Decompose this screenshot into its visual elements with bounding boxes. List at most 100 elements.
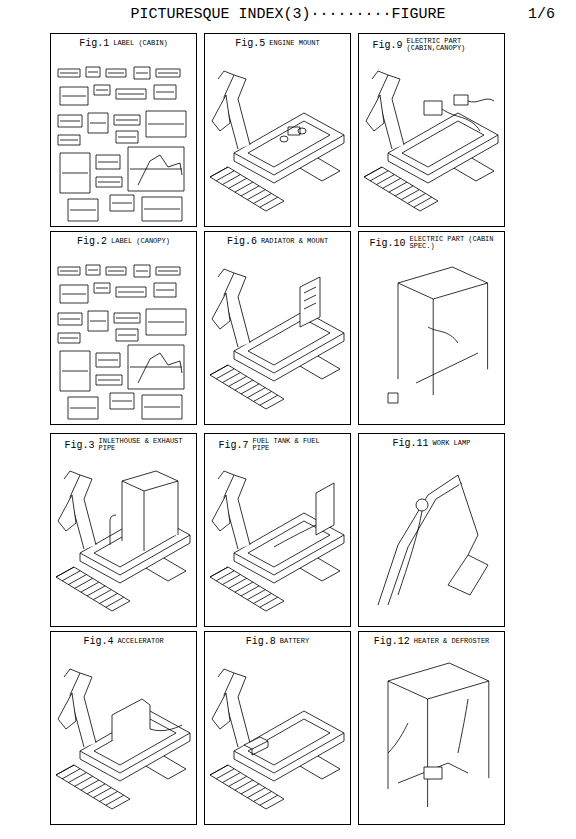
figure-number: Fig.7 — [218, 440, 248, 451]
figure-illustration — [364, 71, 498, 211]
label-sticker — [96, 353, 120, 367]
label-text-line — [148, 322, 184, 323]
figure-heading: Fig.11WORK LAMP — [359, 434, 504, 451]
label-sticker — [86, 265, 100, 275]
bucket — [448, 555, 488, 595]
figure-name: WORK LAMP — [433, 440, 471, 447]
upper-frame — [234, 311, 344, 373]
bucket — [58, 495, 76, 531]
label-sticker — [146, 111, 186, 137]
label-text-line — [70, 210, 96, 211]
label-text-line — [88, 72, 98, 73]
figure-name: ACCELERATOR — [117, 638, 163, 645]
figure-heading: Fig.10 ELECTRIC PART (CABIN SPEC.) — [359, 232, 504, 253]
bucket — [366, 95, 384, 131]
label-text-line — [130, 169, 182, 170]
cabin — [388, 663, 489, 789]
heater-unit — [424, 767, 442, 779]
label-text-line — [118, 335, 136, 336]
label-text-line — [116, 120, 138, 121]
label-text-line — [70, 408, 96, 409]
label-sticker — [58, 333, 80, 343]
label-sticker — [134, 265, 150, 277]
label-sticker — [60, 285, 88, 303]
label-sticker — [58, 135, 80, 145]
figure-heading: Fig.5ENGINE MOUNT — [205, 34, 350, 51]
label-sticker — [142, 197, 182, 221]
battery-side — [252, 741, 268, 755]
figure-panel: Fig.12HEATER & DEFROSTER — [358, 631, 505, 825]
label-text-line — [112, 203, 132, 204]
label-sticker — [94, 85, 110, 95]
label-sticker — [58, 313, 82, 325]
label-sticker — [116, 329, 138, 341]
label-sticker — [94, 283, 110, 293]
cabin-roof — [122, 481, 178, 491]
label-text-line — [98, 182, 120, 183]
figure-panel: Fig.3INLETHOUSE & EXHAUST PIPE — [50, 433, 197, 627]
label-text-line — [144, 209, 180, 210]
control-box — [424, 101, 442, 115]
label-text-line — [158, 73, 178, 74]
figure-heading: Fig.8BATTERY — [205, 632, 350, 649]
figure-panel: Fig.10 ELECTRIC PART (CABIN SPEC.) — [358, 231, 505, 425]
radiator-fin — [304, 287, 316, 309]
label-text-line — [60, 121, 80, 122]
figure-name: ELECTRIC PART (CABIN SPEC.) — [410, 236, 494, 251]
track-shoe — [260, 395, 278, 405]
figure-name: LABEL (CANOPY) — [111, 238, 170, 245]
figure-heading: Fig.4ACCELERATOR — [51, 632, 196, 649]
figure-panel: Fig.8BATTERY — [204, 631, 351, 825]
cabin-pillar — [433, 299, 434, 395]
figure-heading: Fig.2LABEL (CANOPY) — [51, 232, 196, 249]
arm-cylinder — [218, 269, 234, 277]
label-sticker — [154, 283, 176, 297]
label-text-line — [96, 90, 108, 91]
label-sticker — [110, 393, 134, 409]
label-text-line — [112, 401, 132, 402]
cabin-pillar — [144, 491, 145, 551]
engine-mount — [298, 128, 306, 134]
figure-number: Fig.8 — [246, 636, 276, 647]
label-text-line — [108, 73, 124, 74]
label-text-line — [136, 73, 148, 74]
label-text-line — [118, 292, 144, 293]
label-text-line — [130, 367, 182, 368]
track-shoe — [106, 795, 124, 805]
figure-number: Fig.1 — [79, 38, 109, 49]
figure-illustration — [56, 471, 190, 611]
figure-name: ELECTRIC PART (CABIN,CANOPY) — [407, 38, 491, 53]
figure-panel: Fig.2LABEL (CANOPY) — [50, 231, 197, 425]
figure-heading: Fig.6RADIATOR & MOUNT — [205, 232, 350, 249]
cabin — [398, 267, 488, 379]
label-text-line — [136, 271, 148, 272]
bucket — [212, 293, 230, 329]
label-text-line — [60, 140, 78, 141]
figure-heading: Fig.12HEATER & DEFROSTER — [359, 632, 504, 649]
cabin-pillar — [427, 699, 428, 807]
figure-panel: Fig.7 FUEL TANK & FUEL PIPE — [204, 433, 351, 627]
label-text-line — [60, 319, 80, 320]
figure-illustration — [210, 269, 344, 409]
figure-number: Fig.10 — [369, 238, 405, 249]
figure-panel: Fig.9ELECTRIC PART (CABIN,CANOPY) — [358, 33, 505, 227]
figure-name: FUEL TANK & FUEL PIPE — [253, 438, 337, 453]
arm-cylinder — [218, 71, 234, 79]
label-text-line — [108, 271, 124, 272]
page-number: 1/6 — [528, 6, 555, 23]
label-sticker — [106, 69, 126, 77]
exhaust-pipe — [110, 515, 116, 545]
label-sticker — [86, 67, 100, 77]
label-text-line — [60, 271, 78, 272]
label-sticker — [128, 345, 184, 389]
arm — [458, 475, 478, 555]
label-sticker — [116, 89, 146, 99]
label-sticker — [96, 375, 122, 385]
fuse-box — [388, 393, 398, 403]
machine-sketch — [138, 353, 182, 383]
label-text-line — [60, 73, 78, 74]
label-sticker — [114, 115, 140, 125]
boom — [378, 475, 458, 605]
relay — [454, 95, 468, 105]
